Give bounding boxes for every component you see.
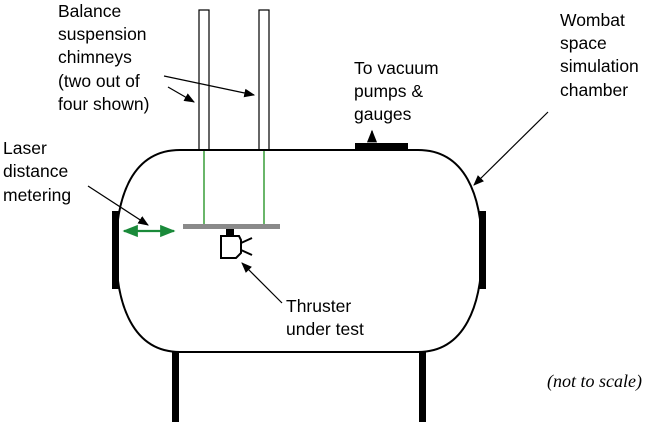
vacuum-port bbox=[355, 143, 408, 151]
thruster-label: Thruster under test bbox=[286, 296, 364, 339]
chamber-leg-right bbox=[419, 352, 426, 422]
chamber-leader bbox=[473, 111, 549, 186]
chimney-leader-2 bbox=[167, 86, 195, 103]
balance-beam bbox=[183, 224, 280, 229]
thruster-icon bbox=[220, 229, 253, 259]
port-window-right bbox=[479, 211, 486, 289]
port-window-left bbox=[112, 211, 119, 289]
vacuum-label: To vacuum pumps & gauges bbox=[354, 58, 444, 124]
chimney-left bbox=[198, 9, 210, 151]
chimney-leader-1 bbox=[163, 75, 256, 98]
chimneys-label: Balance suspension chimneys (two out of … bbox=[58, 1, 151, 114]
chamber-label: Wombat space simulation chamber bbox=[560, 10, 644, 100]
chamber-leg-left bbox=[172, 352, 179, 422]
thruster-leader bbox=[241, 262, 283, 304]
chimney-right bbox=[258, 9, 270, 151]
laser-label: Laser distance metering bbox=[3, 138, 73, 205]
laser-leader bbox=[87, 185, 149, 226]
scale-note: (not to scale) bbox=[547, 371, 642, 392]
